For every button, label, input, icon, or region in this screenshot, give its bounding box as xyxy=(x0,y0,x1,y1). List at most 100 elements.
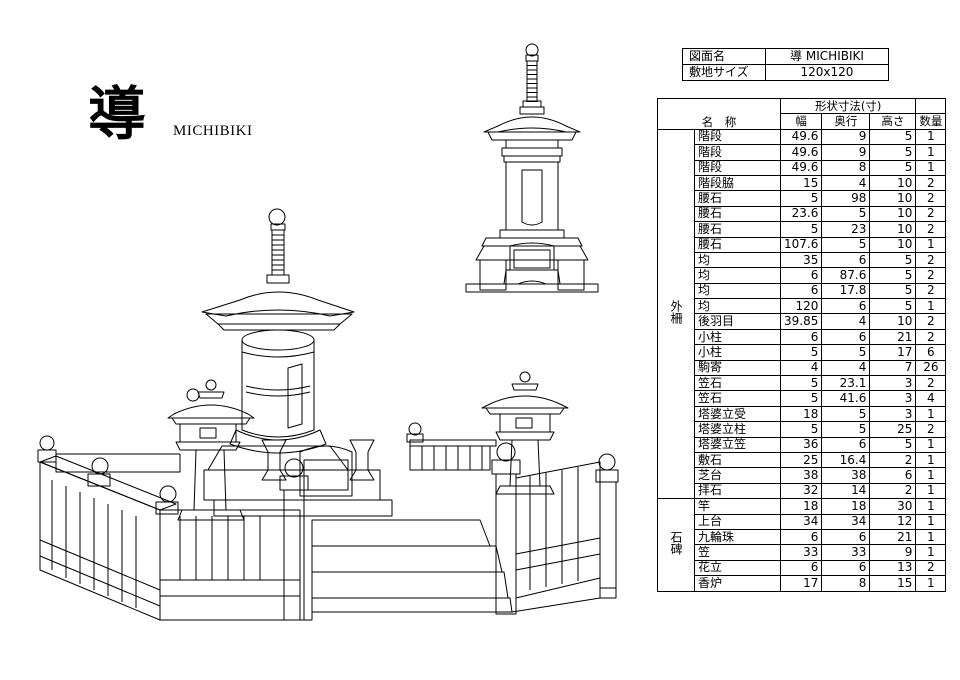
cell-name: 拝石 xyxy=(694,482,781,500)
cell-depth: 23 xyxy=(821,221,871,238)
cell-width: 5 xyxy=(779,344,823,361)
cell-qty: 1 xyxy=(915,498,947,515)
info-row: 図面名 導 MICHIBIKI xyxy=(682,48,889,65)
cell-qty: 2 xyxy=(915,205,947,223)
cell-name: 階段 xyxy=(694,144,781,161)
cell-depth: 6 xyxy=(821,251,871,269)
cell-height: 30 xyxy=(869,498,917,515)
cell-name: 塔婆立受 xyxy=(694,405,781,423)
cell-qty: 1 xyxy=(915,544,947,561)
cell-qty: 2 xyxy=(915,267,947,284)
cell-name: 後羽目 xyxy=(694,313,781,330)
cell-height: 5 xyxy=(869,298,917,315)
cell-qty: 1 xyxy=(915,451,947,469)
cell-depth: 6 xyxy=(821,328,871,346)
cell-width: 6 xyxy=(779,267,823,284)
cell-name: 階段 xyxy=(694,159,781,176)
cell-width: 5 xyxy=(779,190,823,207)
spec-header-row: 幅奥行高さ数量 xyxy=(658,113,947,130)
cell-width: 6 xyxy=(779,559,823,577)
cell-depth: 9 xyxy=(821,128,871,146)
cell-width: 49.6 xyxy=(779,159,823,176)
cell-height: 5 xyxy=(869,436,917,453)
cell-depth: 18 xyxy=(821,498,871,515)
cell-width: 39.85 xyxy=(779,313,823,330)
cell-width: 6 xyxy=(779,282,823,300)
cell-depth: 6 xyxy=(821,559,871,577)
pagoda-elevation xyxy=(465,43,599,293)
cell-height: 10 xyxy=(869,190,917,207)
info-value-drawing-name: 導 MICHIBIKI xyxy=(765,48,889,65)
title-kanji: 導 xyxy=(88,80,147,148)
cell-qty: 1 xyxy=(915,436,947,453)
cell-height: 7 xyxy=(869,359,917,377)
cell-name: 九輪珠 xyxy=(694,528,781,546)
cell-qty: 4 xyxy=(915,390,947,407)
cell-depth: 98 xyxy=(821,190,871,207)
header-width: 幅 xyxy=(779,113,823,130)
title-romaji: MICHIBIKI xyxy=(173,123,253,139)
header-depth: 奥行 xyxy=(821,113,871,130)
cell-name: 腰石 xyxy=(694,236,781,253)
cell-width: 38 xyxy=(779,467,823,484)
header-height: 高さ xyxy=(869,113,917,130)
cell-qty: 1 xyxy=(915,405,947,423)
cell-height: 21 xyxy=(869,328,917,346)
cell-name: 腰石 xyxy=(694,205,781,223)
pagoda-rings xyxy=(271,229,285,276)
group-label-text: 外柵 xyxy=(669,299,683,324)
cell-name: 均 xyxy=(694,267,781,284)
cell-depth: 16.4 xyxy=(821,451,871,469)
group-label-text: 石碑 xyxy=(669,530,683,555)
cell-name: 花立 xyxy=(694,559,781,577)
cell-depth: 8 xyxy=(821,575,871,592)
cell-depth: 33 xyxy=(821,544,871,561)
cell-name: 腰石 xyxy=(694,190,781,207)
cell-width: 6 xyxy=(779,528,823,546)
cell-height: 10 xyxy=(869,313,917,330)
cell-name: 笠石 xyxy=(694,375,781,392)
cell-name: 笠石 xyxy=(694,390,781,407)
grave-perspective xyxy=(37,208,619,621)
cell-width: 33 xyxy=(779,544,823,561)
cell-depth: 6 xyxy=(821,528,871,546)
cell-height: 6 xyxy=(869,467,917,484)
info-row: 敷地サイズ 120x120 xyxy=(682,64,889,81)
cell-height: 10 xyxy=(869,205,917,223)
cell-depth: 5 xyxy=(821,421,871,438)
info-value-site-size: 120x120 xyxy=(765,64,889,81)
kurin-rings xyxy=(526,60,538,102)
cell-qty: 26 xyxy=(915,359,947,377)
cell-qty: 2 xyxy=(915,282,947,300)
header-corner: 名 称 xyxy=(657,98,781,130)
cell-qty: 2 xyxy=(915,251,947,269)
cell-qty: 1 xyxy=(915,482,947,500)
cell-depth: 41.6 xyxy=(821,390,871,407)
group-label: 石碑 xyxy=(657,498,695,592)
cell-width: 49.6 xyxy=(779,144,823,161)
cell-qty: 1 xyxy=(915,575,947,592)
cell-depth: 5 xyxy=(821,236,871,253)
cell-name: 芝台 xyxy=(694,467,781,484)
spec-header-row: 名 称形状寸法(寸) xyxy=(657,97,947,130)
cell-name: 均 xyxy=(694,251,781,269)
cell-height: 17 xyxy=(869,344,917,361)
cell-width: 5 xyxy=(779,421,823,438)
grave-drawing xyxy=(37,43,619,621)
cell-width: 120 xyxy=(779,298,823,315)
